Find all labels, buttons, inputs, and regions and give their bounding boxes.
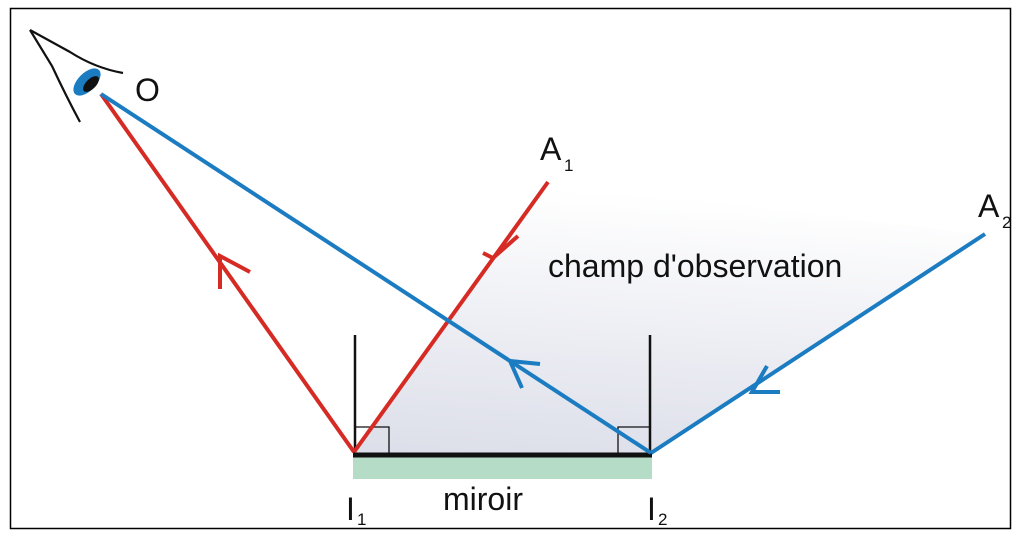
label-point-i1-subscript: 1 (357, 510, 366, 529)
figure-border (9, 7, 1012, 530)
label-source-a2: A (978, 188, 1000, 224)
right-angle-marker-i2 (617, 426, 649, 453)
label-source-a1-subscript: 1 (564, 156, 573, 175)
right-angle-marker-i1 (356, 426, 390, 453)
ray-a2-to-i2 (649, 232, 987, 455)
observation-field (353, 182, 985, 453)
label-point-i2: I (647, 491, 656, 527)
label-observer: O (135, 72, 160, 108)
label-source-a2-subscript: 2 (1002, 213, 1011, 232)
arrow-head-blue-incident (748, 365, 780, 394)
ray-i1-to-o (99, 92, 356, 454)
arrow-head-blue-reflected (506, 358, 541, 389)
label-mirror: miroir (443, 481, 523, 517)
ray-a1-to-i1 (352, 180, 550, 454)
arrow-head-red-reflected (218, 252, 251, 289)
label-point-i1: I (346, 491, 355, 527)
label-point-i2-subscript: 2 (658, 510, 667, 529)
label-source-a1: A (540, 131, 562, 167)
mirror-surface (353, 455, 652, 479)
ray-i2-to-o (99, 92, 653, 455)
eye-icon (29, 29, 124, 123)
label-observation-field: champ d'observation (548, 248, 842, 284)
arrow-head-red-incident (482, 234, 520, 261)
